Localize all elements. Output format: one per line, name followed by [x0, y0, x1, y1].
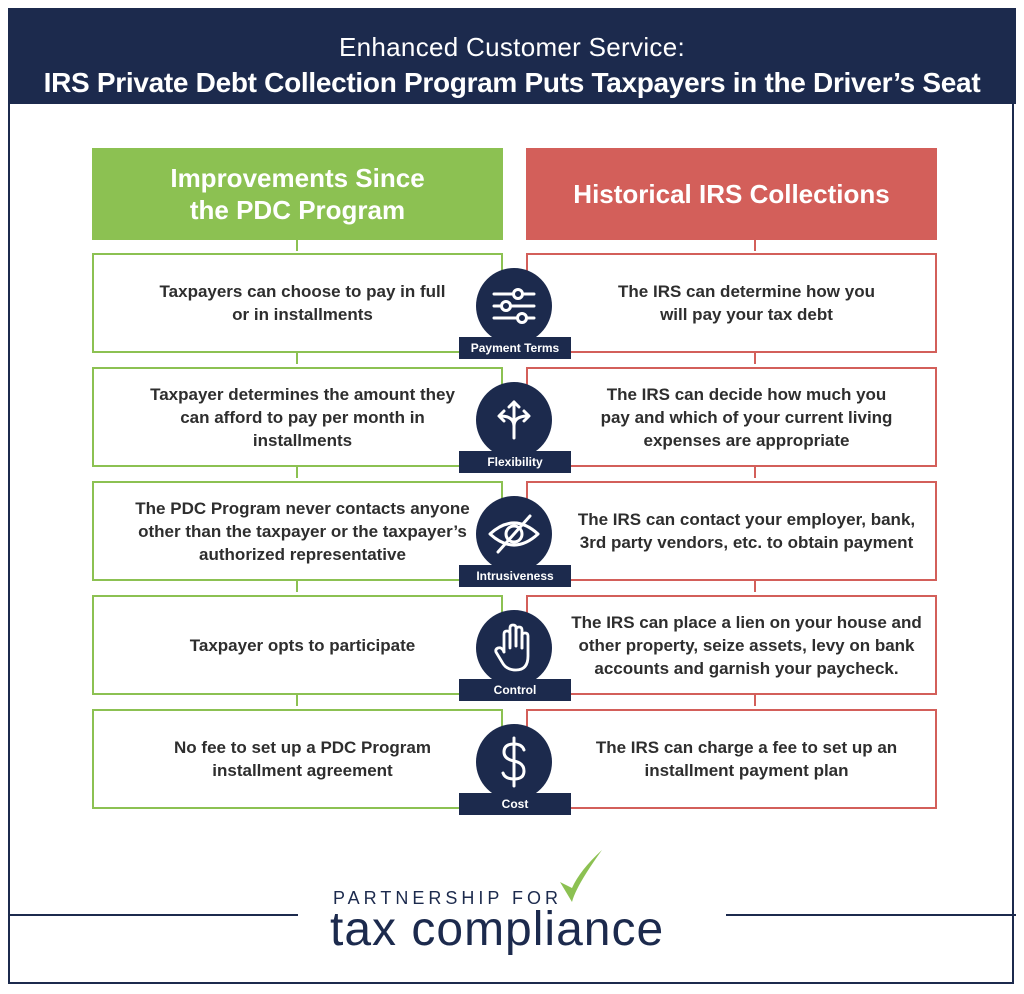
pdc-column-heading: Improvements Since the PDC Program	[92, 148, 503, 240]
page-title: IRS Private Debt Collection Program Puts…	[43, 67, 981, 98]
pdc-cell-control: Taxpayer opts to participate	[92, 595, 503, 695]
connector	[754, 240, 756, 251]
checkmark-icon	[560, 850, 602, 902]
sliders-icon	[476, 268, 552, 344]
irs-cell-intrusiveness: The IRS can contact your employer, bank,…	[526, 481, 937, 581]
connector	[296, 240, 298, 251]
irs-cell-text: The IRS can decide how much you pay and …	[600, 384, 893, 450]
pdc-cell-text: Taxpayer opts to participate	[189, 635, 416, 655]
category-label-intrusiveness: Intrusiveness	[459, 565, 571, 587]
category-label-text: Intrusiveness	[476, 569, 554, 583]
irs-cell-cost: The IRS can charge a fee to set up an in…	[526, 709, 937, 809]
connector	[754, 467, 756, 478]
irs-column-heading: Historical IRS Collections	[526, 148, 937, 240]
irs-cell-payment-terms: The IRS can determine how you will pay y…	[526, 253, 937, 353]
footer-divider-left	[8, 914, 298, 916]
branching-arrows-icon	[476, 382, 552, 458]
irs-cell-control: The IRS can place a lien on your house a…	[526, 595, 937, 695]
irs-column-heading-text: Historical IRS Collections	[573, 179, 890, 209]
category-label-text: Control	[493, 683, 537, 697]
pdc-cell-text: Taxpayer determines the amount they can …	[150, 384, 455, 450]
pdc-cell-text: No fee to set up a PDC Program installme…	[174, 738, 431, 780]
header-banner: Enhanced Customer Service: IRS Private D…	[8, 8, 1016, 104]
logo-text-main: tax compliance	[330, 903, 665, 956]
pdc-cell-text: The PDC Program never contacts anyone ot…	[135, 498, 470, 564]
pdc-cell-flexibility: Taxpayer determines the amount they can …	[92, 367, 503, 467]
crossed-eye-icon	[476, 496, 552, 572]
irs-cell-text: The IRS can place a lien on your house a…	[571, 612, 922, 678]
irs-cell-text: The IRS can charge a fee to set up an in…	[595, 738, 898, 780]
category-label-cost: Cost	[459, 793, 571, 815]
pdc-cell-cost: No fee to set up a PDC Program installme…	[92, 709, 503, 809]
irs-cell-text: The IRS can contact your employer, bank,…	[577, 510, 916, 552]
category-label-payment-terms: Payment Terms	[459, 337, 571, 359]
category-label-text: Cost	[501, 797, 529, 811]
category-label-text: Payment Terms	[470, 341, 560, 355]
page-subtitle: Enhanced Customer Service:	[339, 32, 685, 62]
dollar-sign-icon	[476, 724, 552, 800]
pdc-cell-intrusiveness: The PDC Program never contacts anyone ot…	[92, 481, 503, 581]
connector	[296, 695, 298, 706]
raised-hand-icon	[476, 610, 552, 686]
logo-text-top: PARTNERSHIP FOR	[333, 888, 563, 908]
category-label-control: Control	[459, 679, 571, 701]
pdc-column-heading-text: Improvements Since the PDC Program	[170, 163, 425, 225]
footer-divider-right	[726, 914, 1016, 916]
connector	[754, 353, 756, 364]
irs-cell-flexibility: The IRS can decide how much you pay and …	[526, 367, 937, 467]
category-label-flexibility: Flexibility	[459, 451, 571, 473]
connector	[754, 695, 756, 706]
irs-cell-text: The IRS can determine how you will pay y…	[618, 282, 875, 324]
connector	[296, 467, 298, 478]
connector	[296, 581, 298, 592]
connector	[754, 581, 756, 592]
pdc-cell-text: Taxpayers can choose to pay in full or i…	[159, 282, 446, 324]
connector	[296, 353, 298, 364]
pdc-cell-payment-terms: Taxpayers can choose to pay in full or i…	[92, 253, 503, 353]
category-label-text: Flexibility	[487, 455, 543, 469]
